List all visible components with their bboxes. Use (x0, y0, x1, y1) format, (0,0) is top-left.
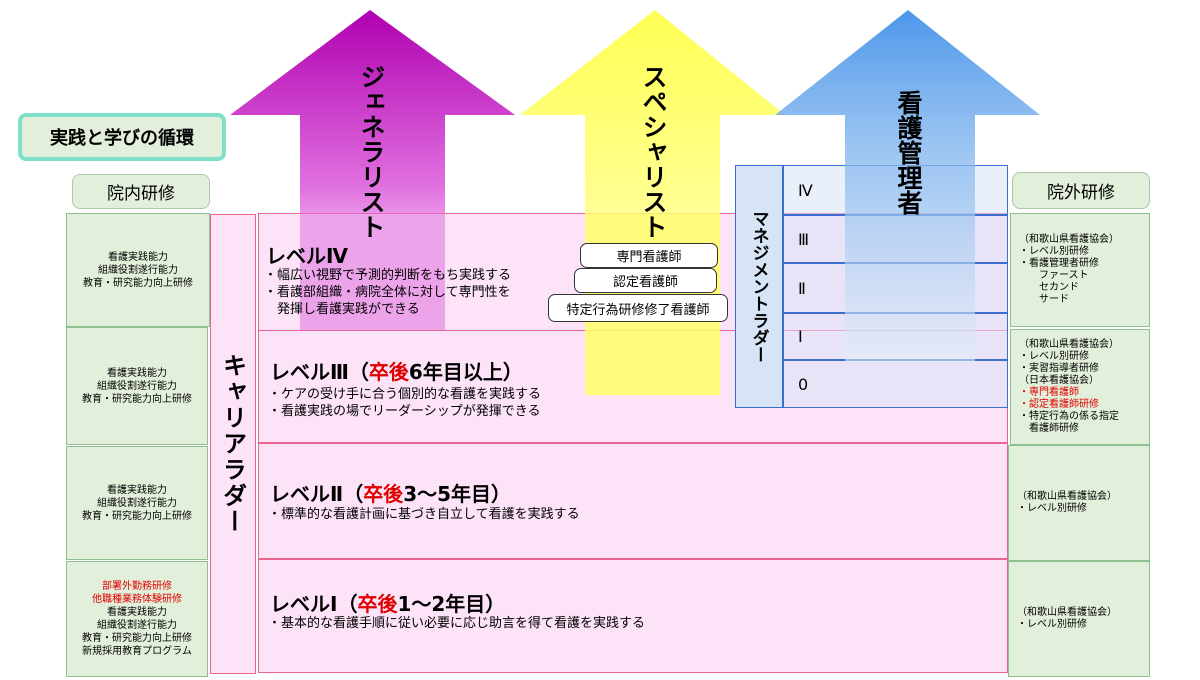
inner-line: 組織役割遂行能力 (97, 497, 177, 509)
level-years-open: （ (348, 360, 369, 384)
level-1-title: レベルⅠ（卒後1～2年目） (270, 588, 505, 617)
inner-training-level-1: 部署外勤務研修 他職種業務体験研修 看護実践能力 組織役割遂行能力 教育・研究能… (66, 561, 208, 677)
level-years: 6年目以上） (408, 360, 523, 384)
level-2-row (258, 443, 1008, 559)
inner-line: 教育・研究能力向上研修 (83, 277, 193, 289)
level-years-red: 卒後 (368, 360, 409, 384)
outer-line: （日本看護協会） (1019, 375, 1099, 386)
outer-line: ファースト (1019, 270, 1089, 281)
generalist-label: ジェネラリスト (357, 64, 386, 239)
manager-label: 看護管理者 (894, 90, 923, 215)
inner-line: 組織役割遂行能力 (97, 620, 177, 631)
level-bullet: ・幅広い視野で予測的判断をもち実践する (264, 268, 512, 283)
header-outer-training: 院外研修 (1012, 172, 1150, 209)
outer-line: セカンド (1019, 282, 1079, 293)
badge-certified-nurse-specialist: 専門看護師 (580, 243, 718, 268)
inner-training-level-4: 看護実践能力 組織役割遂行能力 教育・研究能力向上研修 (66, 213, 210, 327)
outer-line: ・実習指導者研修 (1019, 363, 1099, 374)
inner-line-red: 部署外勤務研修 (102, 581, 172, 592)
level-name: レベルⅡ (270, 482, 344, 506)
outer-line: （和歌山県看護協会） (1019, 234, 1119, 245)
level-name: レベルⅢ (270, 360, 349, 384)
level-1-bullets: ・基本的な看護手順に従い必要に応じ助言を得て看護を実践する (268, 615, 645, 632)
career-ladder-bar: キャリアラダー (210, 214, 256, 674)
outer-training-level-2: （和歌山県看護協会） ・レベル別研修 (1008, 445, 1150, 561)
outer-line: ・レベル別研修 (1017, 619, 1087, 630)
inner-line: 看護実践能力 (108, 251, 168, 263)
level-2-title: レベルⅡ（卒後3～5年目） (270, 478, 511, 507)
level-3-title: レベルⅢ（卒後6年目以上） (270, 356, 523, 385)
management-ladder-label: マネジメントラダー (748, 210, 769, 363)
inner-training-level-2: 看護実践能力 組織役割遂行能力 教育・研究能力向上研修 (66, 446, 208, 560)
level-years-red: 卒後 (357, 592, 398, 616)
level-bullet: ・看護部組織・病院全体に対して専門性を (264, 285, 511, 300)
specialist-label: スペシャリスト (639, 64, 668, 239)
page-title: 実践と学びの循環 (18, 113, 226, 161)
level-bullet: 発揮し看護実践ができる (264, 302, 420, 317)
level-name: レベルⅣ (266, 244, 348, 268)
outer-line-red: ・認定看護師研修 (1019, 399, 1099, 410)
inner-line: 看護実践能力 (107, 367, 167, 379)
level-bullet: ・看護実践の場でリーダーシップが発揮できる (268, 404, 541, 419)
level-4-title: レベルⅣ (266, 240, 348, 269)
level-bullet: ・ケアの受け手に合う個別的な看護を実践する (268, 387, 542, 402)
level-years: 3～5年目） (403, 482, 512, 506)
level-2-bullets: ・標準的な看護計画に基づき自立して看護を実践する (268, 506, 580, 523)
outer-line: （和歌山県看護協会） (1017, 491, 1117, 502)
inner-line: 看護実践能力 (107, 484, 167, 496)
level-years-open: （ (337, 592, 358, 616)
level-name: レベルⅠ (270, 592, 338, 616)
outer-line: （和歌山県看護協会） (1019, 339, 1119, 350)
header-inner-training: 院内研修 (72, 174, 210, 209)
outer-training-level-1: （和歌山県看護協会） ・レベル別研修 (1008, 561, 1150, 677)
badge-certified-nurse: 認定看護師 (574, 268, 717, 293)
inner-line: 教育・研究能力向上研修 (82, 393, 192, 405)
outer-line: ・レベル別研修 (1017, 503, 1087, 514)
inner-line: 組織役割遂行能力 (97, 380, 177, 392)
inner-line: 教育・研究能力向上研修 (82, 510, 192, 522)
level-years-red: 卒後 (363, 482, 404, 506)
outer-training-level-3: （和歌山県看護協会） ・レベル別研修 ・実習指導者研修 （日本看護協会） ・専門… (1010, 329, 1150, 445)
management-ladder-bar: マネジメントラダー (735, 165, 783, 408)
inner-training-level-3: 看護実践能力 組織役割遂行能力 教育・研究能力向上研修 (66, 327, 208, 445)
career-ladder-label: キャリアラダー (218, 353, 247, 535)
level-bullet: ・標準的な看護計画に基づき自立して看護を実践する (268, 507, 580, 522)
inner-line: 組織役割遂行能力 (98, 264, 178, 276)
outer-line-red: ・専門看護師 (1019, 387, 1079, 398)
level-1-row (258, 559, 1008, 673)
badge-specified-act-nurse: 特定行為研修修了看護師 (548, 294, 728, 322)
inner-line: 教育・研究能力向上研修 (82, 633, 192, 644)
outer-line: ・看護管理者研修 (1019, 258, 1099, 269)
outer-line: ・レベル別研修 (1019, 351, 1089, 362)
level-4-bullets: ・幅広い視野で予測的判断をもち実践する ・看護部組織・病院全体に対して専門性を … (264, 267, 511, 318)
outer-line: （和歌山県看護協会） (1017, 607, 1117, 618)
level-years: 1～2年目） (397, 592, 506, 616)
inner-line: 看護実践能力 (107, 607, 167, 618)
outer-line: サード (1019, 294, 1069, 305)
outer-line: ・レベル別研修 (1019, 246, 1089, 257)
outer-training-level-4: （和歌山県看護協会） ・レベル別研修 ・看護管理者研修 ファースト セカンド サ… (1010, 213, 1150, 327)
inner-line-red: 他職種業務体験研修 (92, 594, 182, 605)
outer-line: 看護師研修 (1019, 423, 1079, 434)
level-3-bullets: ・ケアの受け手に合う個別的な看護を実践する ・看護実践の場でリーダーシップが発揮… (268, 386, 541, 420)
outer-line: ・特定行為の係る指定 (1019, 411, 1119, 422)
level-years-open: （ (343, 482, 364, 506)
inner-line: 新規採用教育プログラム (82, 646, 192, 657)
level-bullet: ・基本的な看護手順に従い必要に応じ助言を得て看護を実践する (268, 616, 646, 631)
